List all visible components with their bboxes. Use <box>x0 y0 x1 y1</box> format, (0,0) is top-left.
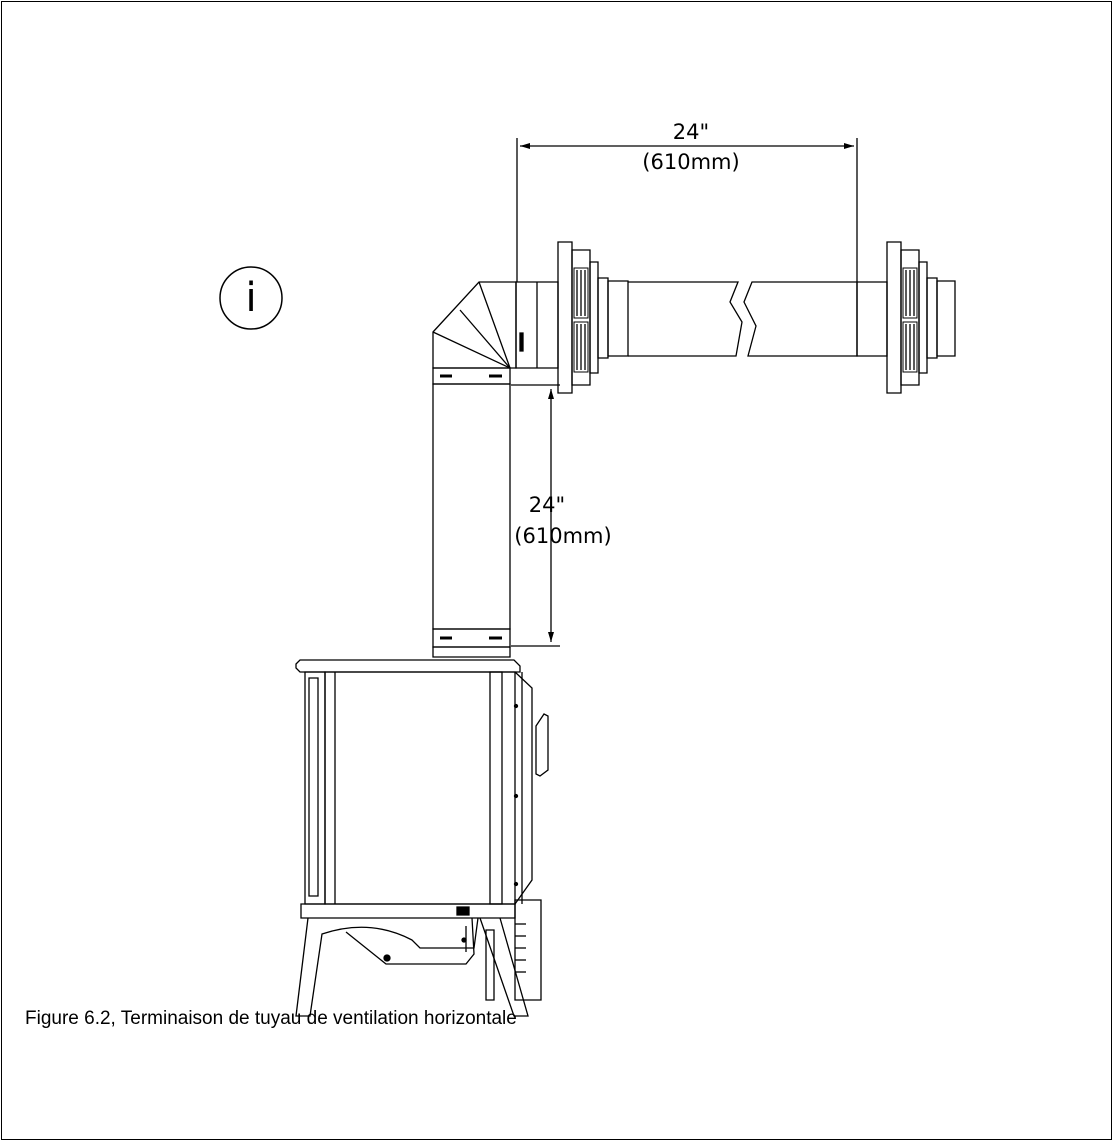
vertical-dimension-imperial: 24" <box>528 493 566 517</box>
horizontal-dimension-imperial: 24" <box>672 120 710 144</box>
stove <box>296 660 548 1016</box>
info-icon <box>220 267 282 329</box>
horizontal-dimension-metric: (610mm) <box>642 150 740 174</box>
info-glyph: i <box>245 275 257 321</box>
vent-elbow <box>433 282 516 384</box>
vertical-dimension-metric: (610mm) <box>514 524 612 548</box>
horizontal-vent-pipe <box>516 242 955 393</box>
figure-caption: Figure 6.2, Terminaison de tuyau de vent… <box>25 1008 517 1029</box>
vertical-dimension <box>511 385 560 646</box>
vertical-vent-pipe <box>433 384 510 657</box>
horizontal-dimension <box>517 138 857 282</box>
